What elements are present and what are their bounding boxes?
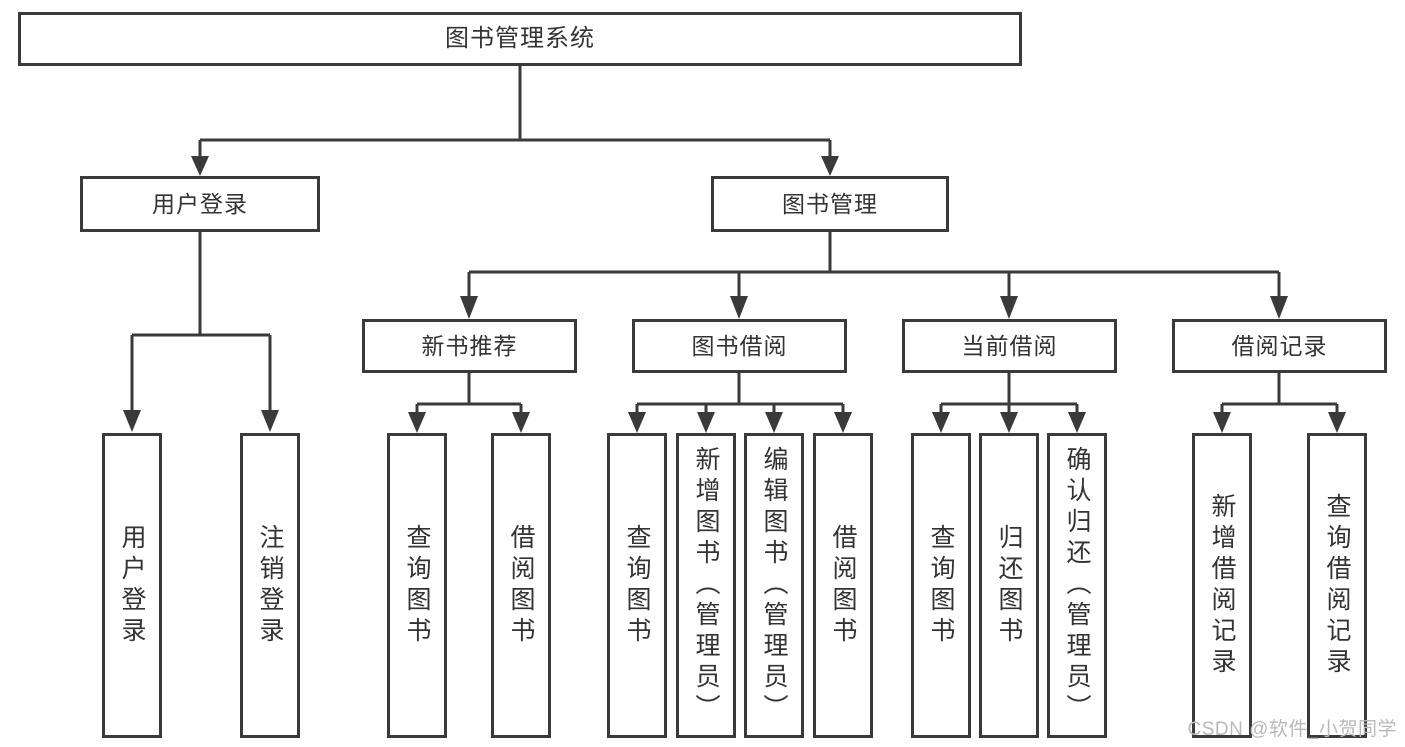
node-leaf-borrow-book-1[interactable]: 借阅图书 [491, 433, 551, 738]
node-leaf-query-record-label: 查询借阅记录 [1323, 492, 1351, 679]
node-leaf-logout-login-label: 注销登录 [256, 523, 284, 648]
node-leaf-edit-book[interactable]: 编辑图书（管理员） [744, 433, 804, 738]
node-leaf-query-book-2[interactable]: 查询图书 [607, 433, 667, 738]
node-leaf-return-book[interactable]: 归还图书 [979, 433, 1039, 738]
node-user-login-label: 用户登录 [152, 190, 248, 217]
node-leaf-add-book-label: 新增图书（管理员） [692, 446, 720, 725]
arrow-leaf-query-book-1 [408, 412, 426, 433]
node-new-book-recommend-label: 新书推荐 [421, 332, 518, 359]
node-leaf-edit-book-label: 编辑图书（管理员） [760, 446, 788, 725]
node-leaf-confirm-return-label: 确认归还（管理员） [1063, 446, 1091, 725]
node-leaf-query-book-3-label: 查询图书 [927, 523, 955, 648]
node-leaf-borrow-book-2[interactable]: 借阅图书 [813, 433, 873, 738]
arrow-leaf-confirm-return [1068, 412, 1086, 433]
arrow-current-borrow [1000, 296, 1018, 319]
node-leaf-borrow-book-2-label: 借阅图书 [829, 523, 857, 648]
node-leaf-confirm-return[interactable]: 确认归还（管理员） [1047, 433, 1107, 738]
node-leaf-add-record-label: 新增借阅记录 [1208, 492, 1236, 679]
arrow-leaf-logout-login [261, 410, 279, 432]
node-current-borrow-label: 当前借阅 [961, 332, 1058, 359]
node-leaf-query-book-1[interactable]: 查询图书 [387, 433, 447, 738]
node-leaf-logout-login[interactable]: 注销登录 [240, 433, 300, 738]
arrow-leaf-add-book [697, 412, 715, 433]
arrow-user-login [191, 156, 209, 176]
node-root-label: 图书管理系统 [445, 25, 595, 52]
node-leaf-add-book[interactable]: 新增图书（管理员） [676, 433, 736, 738]
node-leaf-user-login-label: 用户登录 [118, 523, 146, 648]
arrow-leaf-return-book [1000, 412, 1018, 433]
arrow-leaf-query-book-3 [932, 412, 950, 433]
node-book-management-label: 图书管理 [782, 190, 878, 217]
csdn-watermark: CSDN @软件_小贺同学 [1187, 719, 1397, 740]
arrow-leaf-edit-book [765, 412, 783, 433]
arrow-leaf-query-record [1328, 412, 1346, 433]
arrow-new-book-recommend [460, 296, 478, 319]
arrow-borrow-record [1270, 296, 1288, 319]
arrow-leaf-query-book-2 [628, 412, 646, 433]
arrow-leaf-borrow-book-1 [512, 412, 530, 433]
node-leaf-add-record[interactable]: 新增借阅记录 [1192, 433, 1252, 738]
node-current-borrow[interactable]: 当前借阅 [902, 319, 1117, 373]
arrow-book-borrow [730, 296, 748, 319]
node-root[interactable]: 图书管理系统 [18, 12, 1022, 66]
node-book-borrow-label: 图书借阅 [691, 332, 788, 359]
arrow-leaf-add-record [1213, 412, 1231, 433]
node-leaf-return-book-label: 归还图书 [995, 523, 1023, 648]
node-leaf-query-book-2-label: 查询图书 [623, 523, 651, 648]
arrow-leaf-borrow-book-2 [834, 412, 852, 433]
node-user-login[interactable]: 用户登录 [80, 176, 320, 232]
node-book-management[interactable]: 图书管理 [711, 176, 949, 232]
node-borrow-record-label: 借阅记录 [1231, 332, 1328, 359]
arrow-book-management [821, 156, 839, 176]
node-new-book-recommend[interactable]: 新书推荐 [362, 319, 577, 373]
node-leaf-query-record[interactable]: 查询借阅记录 [1307, 433, 1367, 738]
node-borrow-record[interactable]: 借阅记录 [1172, 319, 1387, 373]
arrow-leaf-user-login [123, 410, 141, 432]
node-book-borrow[interactable]: 图书借阅 [632, 319, 847, 373]
node-leaf-user-login[interactable]: 用户登录 [102, 433, 162, 738]
node-leaf-query-book-1-label: 查询图书 [403, 523, 431, 648]
node-leaf-borrow-book-1-label: 借阅图书 [507, 523, 535, 648]
node-leaf-query-book-3[interactable]: 查询图书 [911, 433, 971, 738]
